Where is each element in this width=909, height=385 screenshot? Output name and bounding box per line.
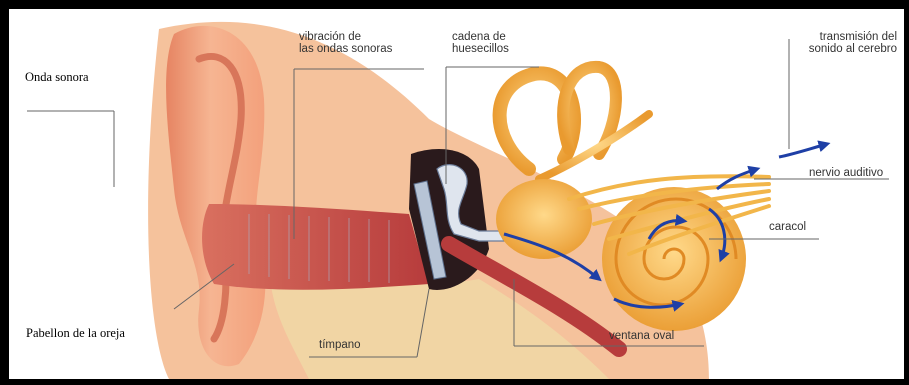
label-eardrum: tímpano (319, 339, 361, 351)
label-ossicles: cadena de huesecillos (452, 31, 509, 55)
label-auditory-nerve: nervio auditivo (809, 167, 883, 179)
label-sound-wave: Onda sonora (25, 71, 89, 83)
label-vibration: vibración de las ondas sonoras (299, 31, 392, 55)
label-ossicles-line2: huesecillos (452, 43, 509, 55)
ear-anatomy-illustration (9, 9, 904, 379)
label-cochlea: caracol (769, 221, 806, 233)
label-transmission: transmisión del sonido al cerebro (797, 31, 897, 55)
label-vibration-line2: las ondas sonoras (299, 43, 392, 55)
label-auricle: Pabellon de la oreja (26, 327, 125, 339)
label-ossicles-line1: cadena de (452, 31, 509, 43)
label-transmission-line1: transmisión del (797, 31, 897, 43)
semicircular-canals (500, 67, 649, 179)
label-oval-window: ventana oval (609, 330, 674, 342)
label-transmission-line2: sonido al cerebro (797, 43, 897, 55)
label-vibration-line1: vibración de (299, 31, 392, 43)
ear-canal (202, 204, 429, 290)
